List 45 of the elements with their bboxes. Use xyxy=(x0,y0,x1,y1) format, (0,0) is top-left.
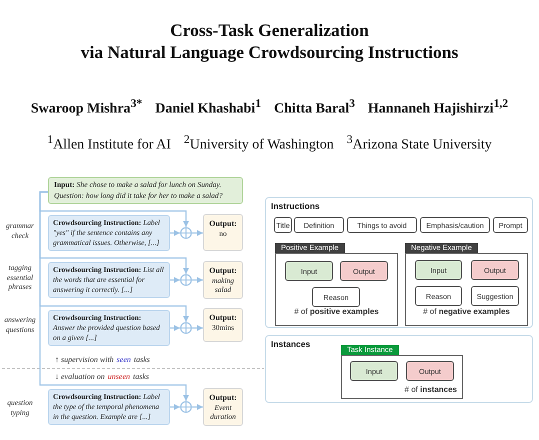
plus-circle xyxy=(180,322,192,334)
output-box xyxy=(203,308,243,342)
arrow xyxy=(170,277,180,283)
arrow xyxy=(192,325,203,331)
count-note: # of instances xyxy=(404,385,457,395)
count-note: # of negative examples xyxy=(423,307,510,317)
output-label: Output: xyxy=(209,219,237,229)
annotation-text: ↑ supervision with xyxy=(55,355,114,365)
author-name: Daniel Khashabi$^{1}$ xyxy=(155,96,262,118)
plus-circle xyxy=(180,274,192,286)
section-panel xyxy=(265,335,533,403)
arrow xyxy=(170,404,180,410)
plus-circle xyxy=(180,401,192,413)
arrow xyxy=(170,325,180,331)
output-label: Output: xyxy=(209,393,237,403)
output-label: Output: xyxy=(209,266,237,276)
arrow xyxy=(192,404,203,410)
plus-circle xyxy=(180,227,192,239)
count-note: # of positive examples xyxy=(294,307,379,317)
author-name: Swaroop Mishra$^{3*}$ xyxy=(30,96,142,118)
affiliation: $^{3}$Arizona State University xyxy=(346,132,492,154)
arrow xyxy=(192,230,203,236)
affiliation: $^{1}$Allen Institute for AI xyxy=(47,132,171,154)
output-label: Output: xyxy=(209,313,237,323)
panel-title: Instances xyxy=(271,339,310,349)
panel-title: Instructions xyxy=(271,201,320,211)
keyword-text: seen xyxy=(116,355,131,365)
author-name: Hannaneh Hajishirzi$^{1,2}$ xyxy=(368,96,508,118)
annotation-text: tasks xyxy=(133,372,149,382)
keyword-text: unseen xyxy=(108,372,130,382)
paper-title: Cross-Task Generalization via Natural Language Crowdsourcing Instructions xyxy=(80,19,458,63)
annotation-text: ↓ evaluation on xyxy=(55,372,105,382)
arrow xyxy=(192,277,203,283)
example-group xyxy=(405,243,528,326)
section-panel xyxy=(265,197,533,328)
example-group xyxy=(275,243,398,326)
arrow xyxy=(39,191,189,401)
example-group xyxy=(341,345,463,399)
affiliation: $^{2}$University of Washington xyxy=(184,132,334,154)
output-box xyxy=(203,261,243,299)
author-name: Chitta Baral$^{3}$ xyxy=(274,96,355,118)
arrow xyxy=(170,230,180,236)
output-box xyxy=(203,388,243,426)
output-box xyxy=(203,214,243,251)
annotation-text: tasks xyxy=(134,355,150,365)
